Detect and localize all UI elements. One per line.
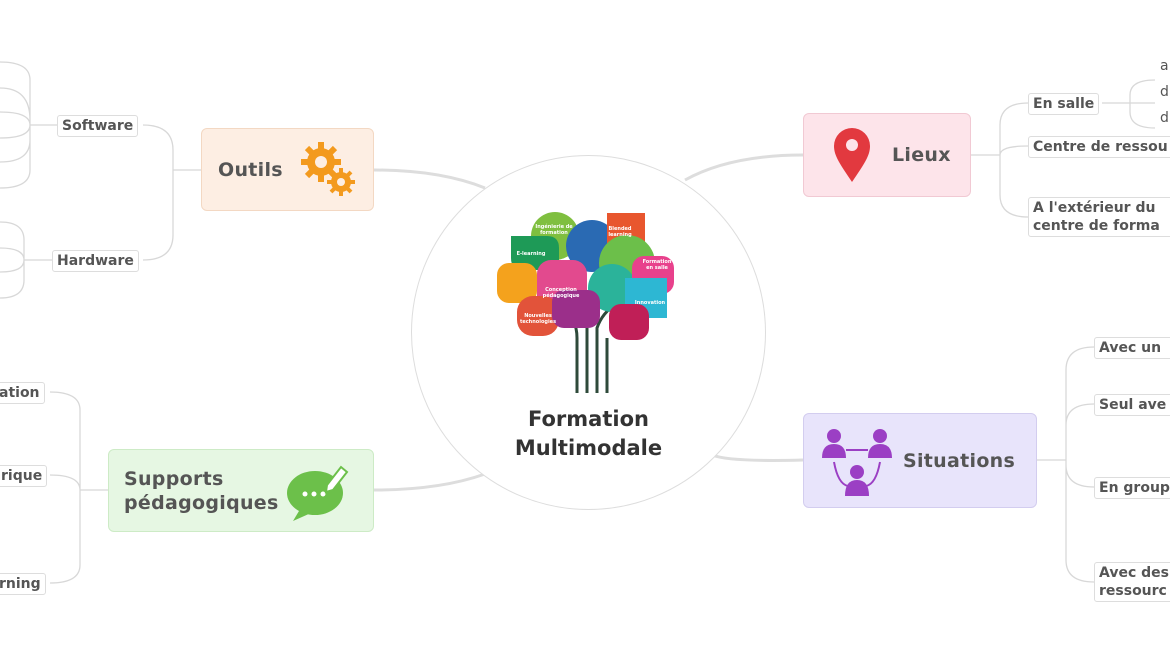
topic-label: Lieux: [892, 144, 951, 166]
subtopic-line: ressourc: [1099, 583, 1167, 599]
subtopic-hardware[interactable]: Hardware: [52, 250, 139, 272]
subtopic-support-3[interactable]: rning: [0, 573, 46, 595]
group-people-icon: [822, 428, 892, 496]
leaf-en-salle-3[interactable]: d: [1160, 110, 1169, 126]
central-topic[interactable]: Ingénierie de formation Blended learning…: [411, 155, 766, 510]
title-line: Multimodale: [514, 436, 663, 460]
tree-label: Blended learning: [608, 226, 632, 238]
subtopic-support-2[interactable]: rique: [0, 465, 48, 487]
subtopic-situation-4[interactable]: Avec des ressourc: [1094, 562, 1170, 602]
topic-label: Outils: [218, 158, 283, 181]
subtopic-en-salle[interactable]: En salle: [1028, 93, 1100, 115]
subtopic-exterieur[interactable]: A l'extérieur du centre de forma: [1028, 197, 1170, 237]
subtopic-software[interactable]: Software: [57, 115, 139, 137]
tree-label: Formation en salle: [642, 259, 672, 271]
subtopic-line: centre de forma: [1033, 218, 1160, 234]
central-topic-title: Formation Multimodale: [411, 405, 766, 463]
subtopic-situation-3[interactable]: En group: [1094, 477, 1170, 499]
tree-label: Nouvelles technologies: [519, 313, 557, 325]
map-pin-icon: [834, 128, 870, 182]
title-line: Formation: [528, 407, 649, 431]
chat-bubble-pencil-icon: [286, 465, 348, 521]
tree-label: Ingénierie de formation: [535, 224, 573, 236]
subtopic-centre-ressources[interactable]: Centre de ressou: [1028, 136, 1170, 158]
subtopic-situation-1[interactable]: Avec un: [1094, 337, 1170, 359]
subtopic-line: A l'extérieur du: [1033, 200, 1156, 216]
tree-logo: [497, 212, 674, 393]
topic-label: Situations: [903, 449, 1016, 472]
subtopic-line: Avec des: [1099, 565, 1169, 581]
topic-lieux[interactable]: Lieux: [803, 113, 971, 197]
leaf-en-salle-2[interactable]: d: [1160, 84, 1169, 100]
subtopic-situation-2[interactable]: Seul ave: [1094, 394, 1170, 416]
tree-label: Conception pédagogique: [542, 287, 580, 299]
topic-label: Supports: [124, 467, 224, 490]
topic-situations[interactable]: Situations: [803, 413, 1037, 508]
topic-outils[interactable]: Outils: [201, 128, 374, 211]
leaf-en-salle-1[interactable]: a: [1160, 58, 1169, 74]
topic-label: pédagogiques: [124, 491, 279, 514]
subtopic-support-1[interactable]: ation: [0, 382, 45, 404]
gears-icon: [300, 141, 355, 196]
tree-label: E-learning: [516, 251, 546, 257]
tree-label: Innovation: [634, 300, 666, 306]
